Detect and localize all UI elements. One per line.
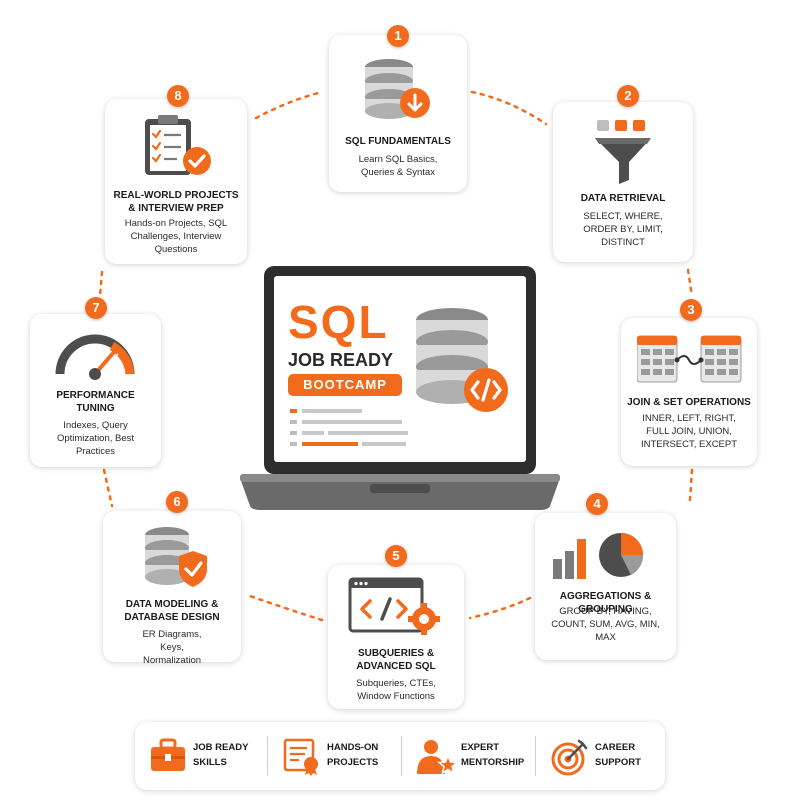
funnel-icon xyxy=(595,120,651,184)
step-description: GROUP BY, HAVING, COUNT, SUM, AVG, MIN, … xyxy=(551,606,660,643)
step-title: SUBQUERIES & ADVANCED SQL xyxy=(356,648,436,672)
step-card-5: SUBQUERIES & ADVANCED SQL Subqueries, CT… xyxy=(328,565,464,709)
bar-pie-chart-icon xyxy=(553,533,644,579)
feature-label: JOB READY SKILLS xyxy=(193,742,249,768)
feature-hands-on-projects: HANDS-ON PROJECTS xyxy=(269,722,401,790)
feature-expert-mentorship: EXPERT MENTORSHIP xyxy=(403,722,535,790)
speedometer-icon xyxy=(55,334,135,380)
step-card-7: PERFORMANCE TUNING Indexes, Query Optimi… xyxy=(30,314,161,467)
step-title: DATA MODELING & DATABASE DESIGN xyxy=(124,599,220,623)
features-bar: JOB READY SKILLS HANDS-ON PROJECTS EXPER… xyxy=(135,722,665,790)
step-card-3: JOIN & SET OPERATIONS INNER, LEFT, RIGHT… xyxy=(621,318,757,466)
step-description: Subqueries, CTEs, Window Functions xyxy=(356,678,436,702)
step-number-badge-8: 8 xyxy=(167,85,189,107)
feature-divider xyxy=(267,736,268,776)
feature-label: HANDS-ON PROJECTS xyxy=(327,742,379,768)
briefcase-icon xyxy=(151,738,185,771)
clipboard-check-icon xyxy=(145,115,211,175)
step-card-2: DATA RETRIEVAL SELECT, WHERE, ORDER BY, … xyxy=(553,102,693,262)
step-number-badge-3: 3 xyxy=(680,299,702,321)
step-number-badge-1: 1 xyxy=(387,25,409,47)
mentor-star-icon xyxy=(417,740,457,775)
step-card-6: DATA MODELING & DATABASE DESIGN ER Diagr… xyxy=(103,511,241,666)
step-description: Learn SQL Basics, Queries & Syntax xyxy=(358,154,438,178)
step-title: DATA RETRIEVAL xyxy=(580,193,666,204)
feature-job-ready-skills: JOB READY SKILLS xyxy=(135,722,267,790)
laptop-title-job-ready: JOB READY xyxy=(288,350,394,370)
step-number-badge-5: 5 xyxy=(385,545,407,567)
step-title: AGGREGATIONS & GROUPING xyxy=(559,591,652,615)
bootcamp-laptop: SQL JOB READY BOOTCAMP xyxy=(240,262,560,512)
step-description: ER Diagrams, Keys, Normalization xyxy=(142,629,202,666)
laptop-title-bootcamp: BOOTCAMP xyxy=(288,374,402,396)
database-code-icon xyxy=(416,308,508,412)
step-card-4: AGGREGATIONS & GROUPING GROUP BY, HAVING… xyxy=(535,513,676,660)
step-description: Indexes, Query Optimization, Best Practi… xyxy=(56,420,135,457)
target-arrow-icon xyxy=(551,739,588,776)
step-description: Hands-on Projects, SQL Challenges, Inter… xyxy=(124,218,228,255)
laptop-title-sql: SQL xyxy=(288,296,389,348)
screen-text-lines xyxy=(290,409,408,446)
feature-label: CAREER SUPPORT xyxy=(595,742,641,768)
step-title: REAL-WORLD PROJECTS & INTERVIEW PREP xyxy=(113,190,239,214)
certificate-icon xyxy=(283,738,318,776)
step-title: SQL FUNDAMENTALS xyxy=(345,136,451,147)
step-number-badge-2: 2 xyxy=(617,85,639,107)
step-description: INNER, LEFT, RIGHT, FULL JOIN, UNION, IN… xyxy=(640,413,738,450)
table-join-icon xyxy=(637,335,742,383)
step-title: JOIN & SET OPERATIONS xyxy=(627,397,751,408)
step-number-badge-4: 4 xyxy=(586,493,608,515)
database-shield-icon xyxy=(145,527,207,587)
feature-divider xyxy=(535,736,536,776)
step-card-8: REAL-WORLD PROJECTS & INTERVIEW PREP Han… xyxy=(105,99,247,264)
step-number-badge-7: 7 xyxy=(85,297,107,319)
code-window-gear-icon xyxy=(348,577,440,635)
feature-label: EXPERT MENTORSHIP xyxy=(461,742,525,768)
step-number-badge-6: 6 xyxy=(166,491,188,513)
step-description: SELECT, WHERE, ORDER BY, LIMIT, DISTINCT xyxy=(583,211,663,248)
step-title: PERFORMANCE TUNING xyxy=(56,390,135,414)
feature-divider xyxy=(401,736,402,776)
step-card-1: SQL FUNDAMENTALS Learn SQL Basics, Queri… xyxy=(329,35,467,192)
feature-career-support: CAREER SUPPORT xyxy=(537,722,669,790)
database-download-icon xyxy=(365,59,430,119)
